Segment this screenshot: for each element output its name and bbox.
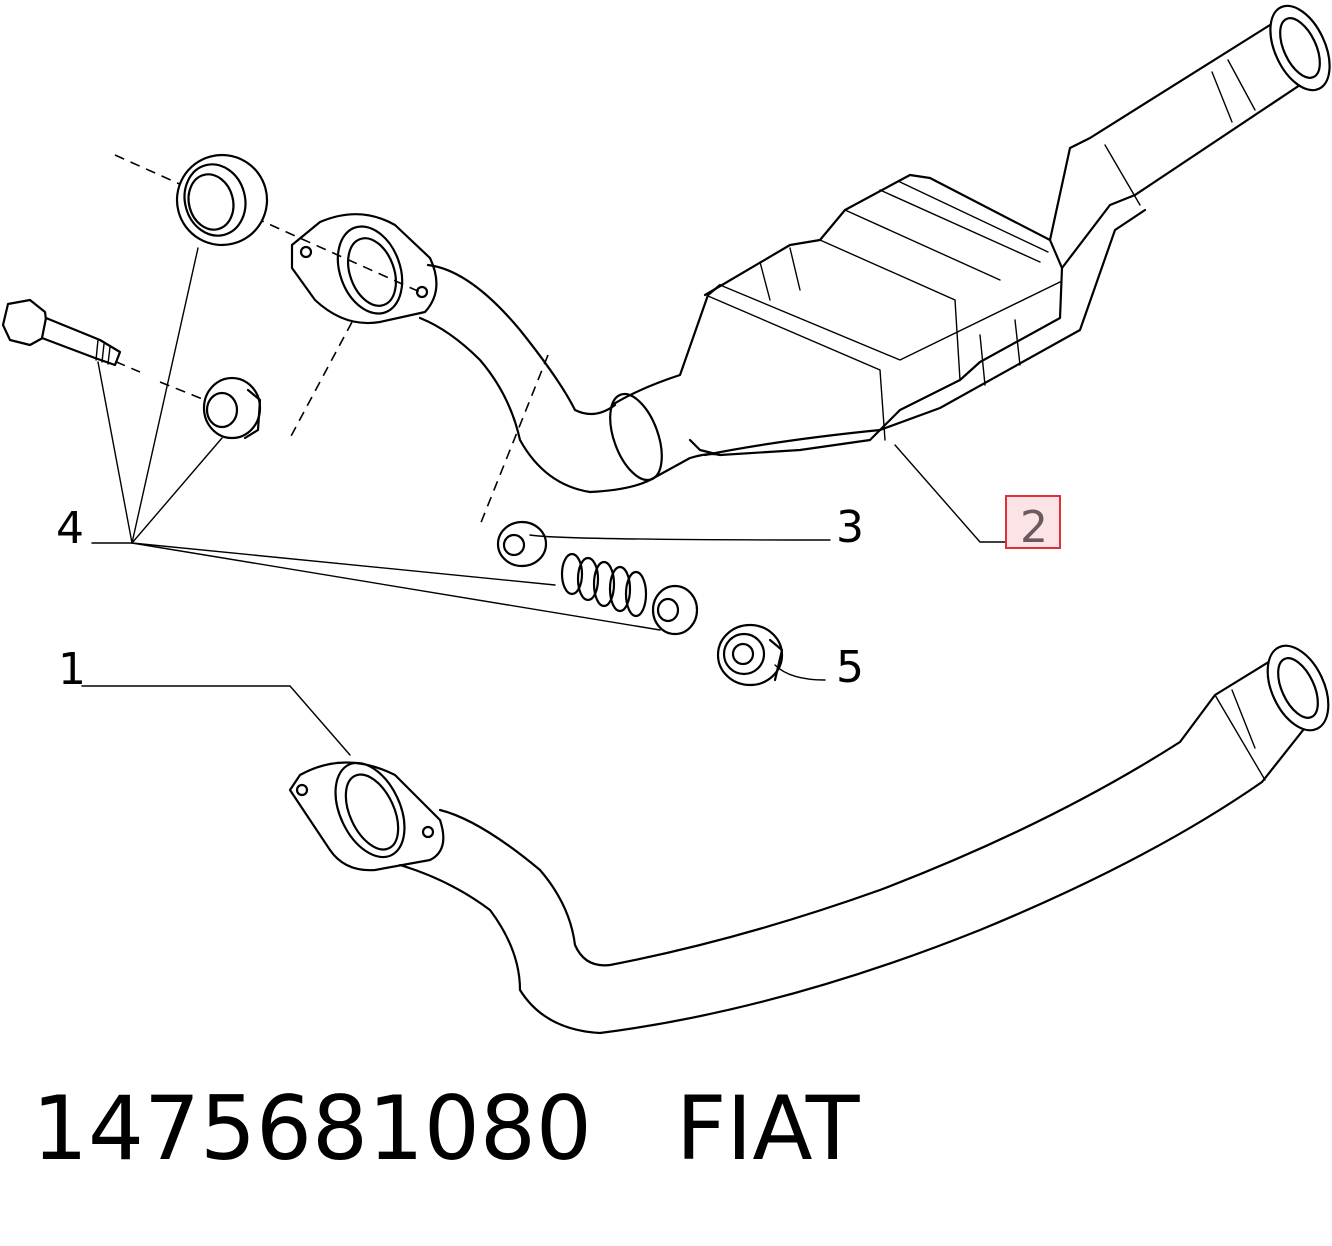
brand-name: FIAT — [675, 1077, 860, 1180]
footer-caption: 1475681080 FIAT — [32, 1085, 860, 1173]
callout-4-leaders — [91, 247, 661, 631]
callout-2-highlight[interactable] — [1005, 495, 1061, 549]
callout-1: 1 — [58, 644, 86, 695]
callout-5: 5 — [836, 642, 864, 693]
callout-3-leader — [529, 534, 831, 541]
bushing — [651, 584, 699, 636]
stud-bolt — [1, 298, 122, 367]
callout-3: 3 — [836, 502, 864, 553]
gasket-ring-large — [175, 153, 269, 247]
nut-part-5 — [716, 623, 826, 687]
callout-2[interactable]: 2 — [1020, 502, 1048, 553]
catalytic-converter-assembly — [290, 4, 1331, 543]
callout-4: 4 — [56, 503, 84, 554]
part-number: 1475681080 — [32, 1077, 592, 1180]
washer-part-3 — [496, 520, 548, 568]
front-pipe-part-1 — [81, 644, 1330, 1035]
spring — [560, 552, 648, 618]
nut-small — [202, 376, 262, 440]
